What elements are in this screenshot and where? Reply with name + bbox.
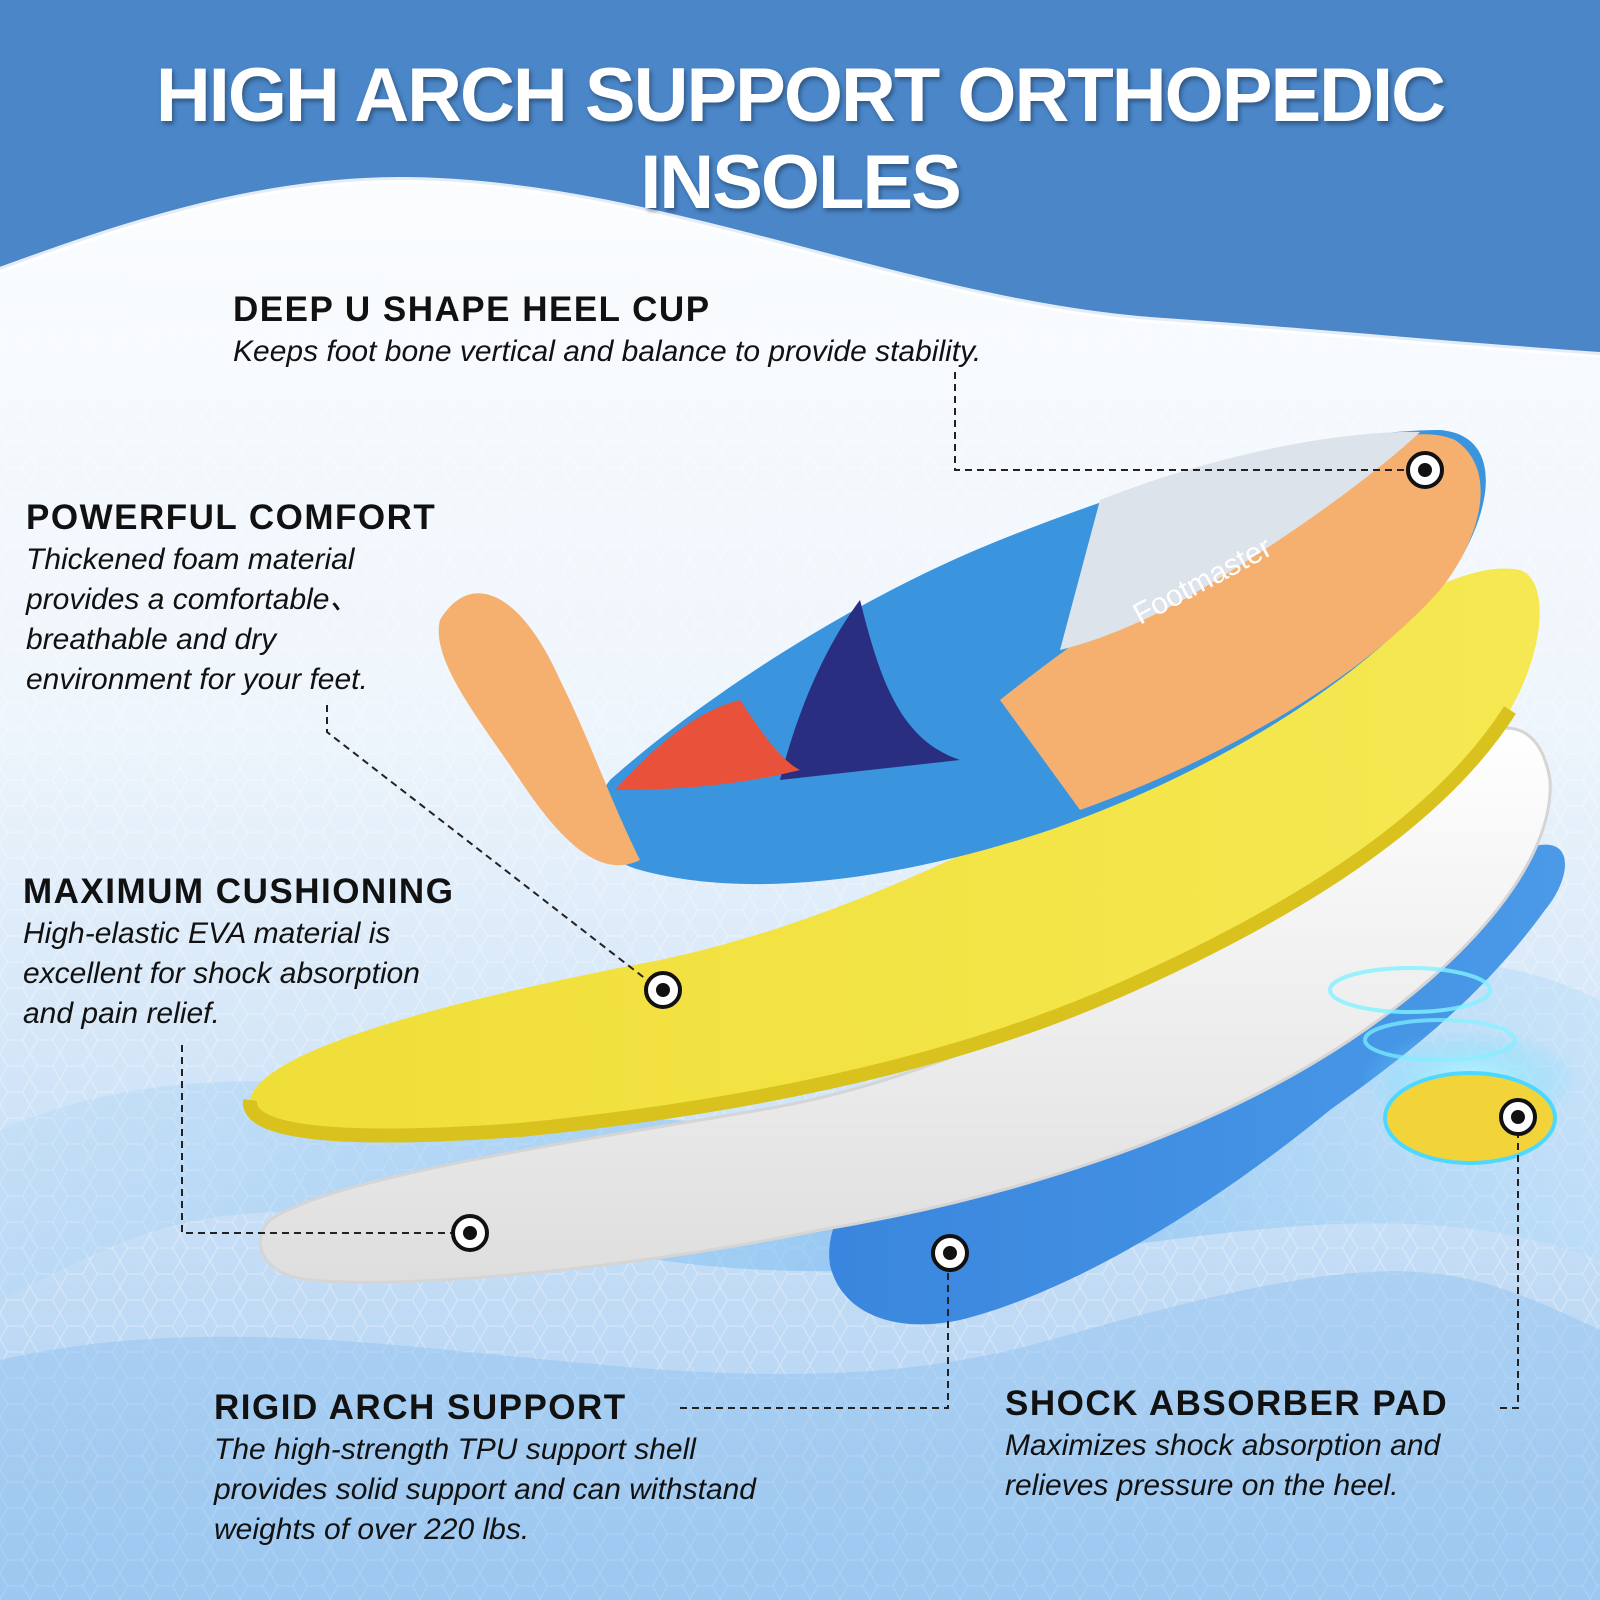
top-fabric-gray-panel — [1060, 431, 1420, 650]
feature-heading: RIGID ARCH SUPPORT — [214, 1388, 627, 1427]
feature-text: weights of over 220 lbs. — [214, 1513, 530, 1546]
feature-text: High-elastic EVA material is — [23, 917, 391, 950]
top-fabric-toe-curl — [438, 593, 640, 866]
callout-marker-heel-cup — [1406, 451, 1444, 489]
feature-text: provides solid support and can withstand — [214, 1473, 756, 1506]
leader-cushioning — [181, 1045, 465, 1234]
feature-cushioning: MAXIMUM CUSHIONING High-elastic EVA mate… — [23, 870, 454, 1034]
top-fabric-navy-panel — [780, 600, 960, 780]
page-title: HIGH ARCH SUPPORT ORTHOPEDIC INSOLES — [155, 53, 1446, 225]
feature-heel-cup: DEEP U SHAPE HEEL CUP Keeps foot bone ve… — [233, 288, 981, 372]
feature-heading: MAXIMUM CUSHIONING — [23, 872, 455, 911]
feature-text: The high-strength TPU support shell — [214, 1433, 696, 1466]
feature-text: environment for your feet. — [26, 663, 368, 696]
leader-comfort — [326, 705, 661, 991]
feature-text: Maximizes shock absorption and — [1005, 1429, 1441, 1462]
feature-heading: DEEP U SHAPE HEEL CUP — [233, 290, 711, 329]
background-wave-2 — [0, 1271, 1600, 1600]
shock-absorber-pad — [1383, 1071, 1557, 1165]
leader-heel-cup — [954, 372, 1410, 471]
top-fabric-heel-orange — [1000, 434, 1481, 810]
yellow-layer-edge — [243, 706, 1516, 1143]
callout-marker-cushioning — [451, 1214, 489, 1252]
feature-text: Thickened foam material — [26, 543, 355, 576]
feature-shock-pad: SHOCK ABSORBER PAD Maximizes shock absor… — [1005, 1382, 1448, 1506]
leader-shock-pad — [1500, 1118, 1519, 1409]
feature-text: relieves pressure on the heel. — [1005, 1469, 1399, 1502]
white-foam-layer — [259, 726, 1552, 1284]
feature-arch-support: RIGID ARCH SUPPORT The high-strength TPU… — [214, 1386, 756, 1550]
title-banner — [0, 0, 1600, 355]
leader-lines — [181, 372, 1519, 1409]
leader-arch-support — [680, 1255, 949, 1409]
feature-text: provides a comfortable、 — [26, 583, 360, 616]
callout-marker-shock-pad — [1499, 1098, 1537, 1136]
feature-text: breathable and dry — [26, 623, 277, 656]
glow-ring-1 — [1328, 966, 1492, 1014]
feature-heading: SHOCK ABSORBER PAD — [1005, 1384, 1449, 1423]
yellow-eva-layer — [249, 568, 1540, 1136]
banner-edge-highlight — [0, 176, 1600, 358]
feature-text: Keeps foot bone vertical and balance to … — [233, 335, 982, 368]
callout-marker-comfort — [644, 971, 682, 1009]
feature-heading: POWERFUL COMFORT — [26, 498, 437, 537]
feature-comfort: POWERFUL COMFORT Thickened foam material… — [26, 496, 436, 700]
feature-text: and pain relief. — [23, 997, 220, 1030]
feature-text: excellent for shock absorption — [23, 957, 420, 990]
callout-marker-arch-support — [931, 1234, 969, 1272]
top-fabric-red-panel — [615, 700, 800, 790]
